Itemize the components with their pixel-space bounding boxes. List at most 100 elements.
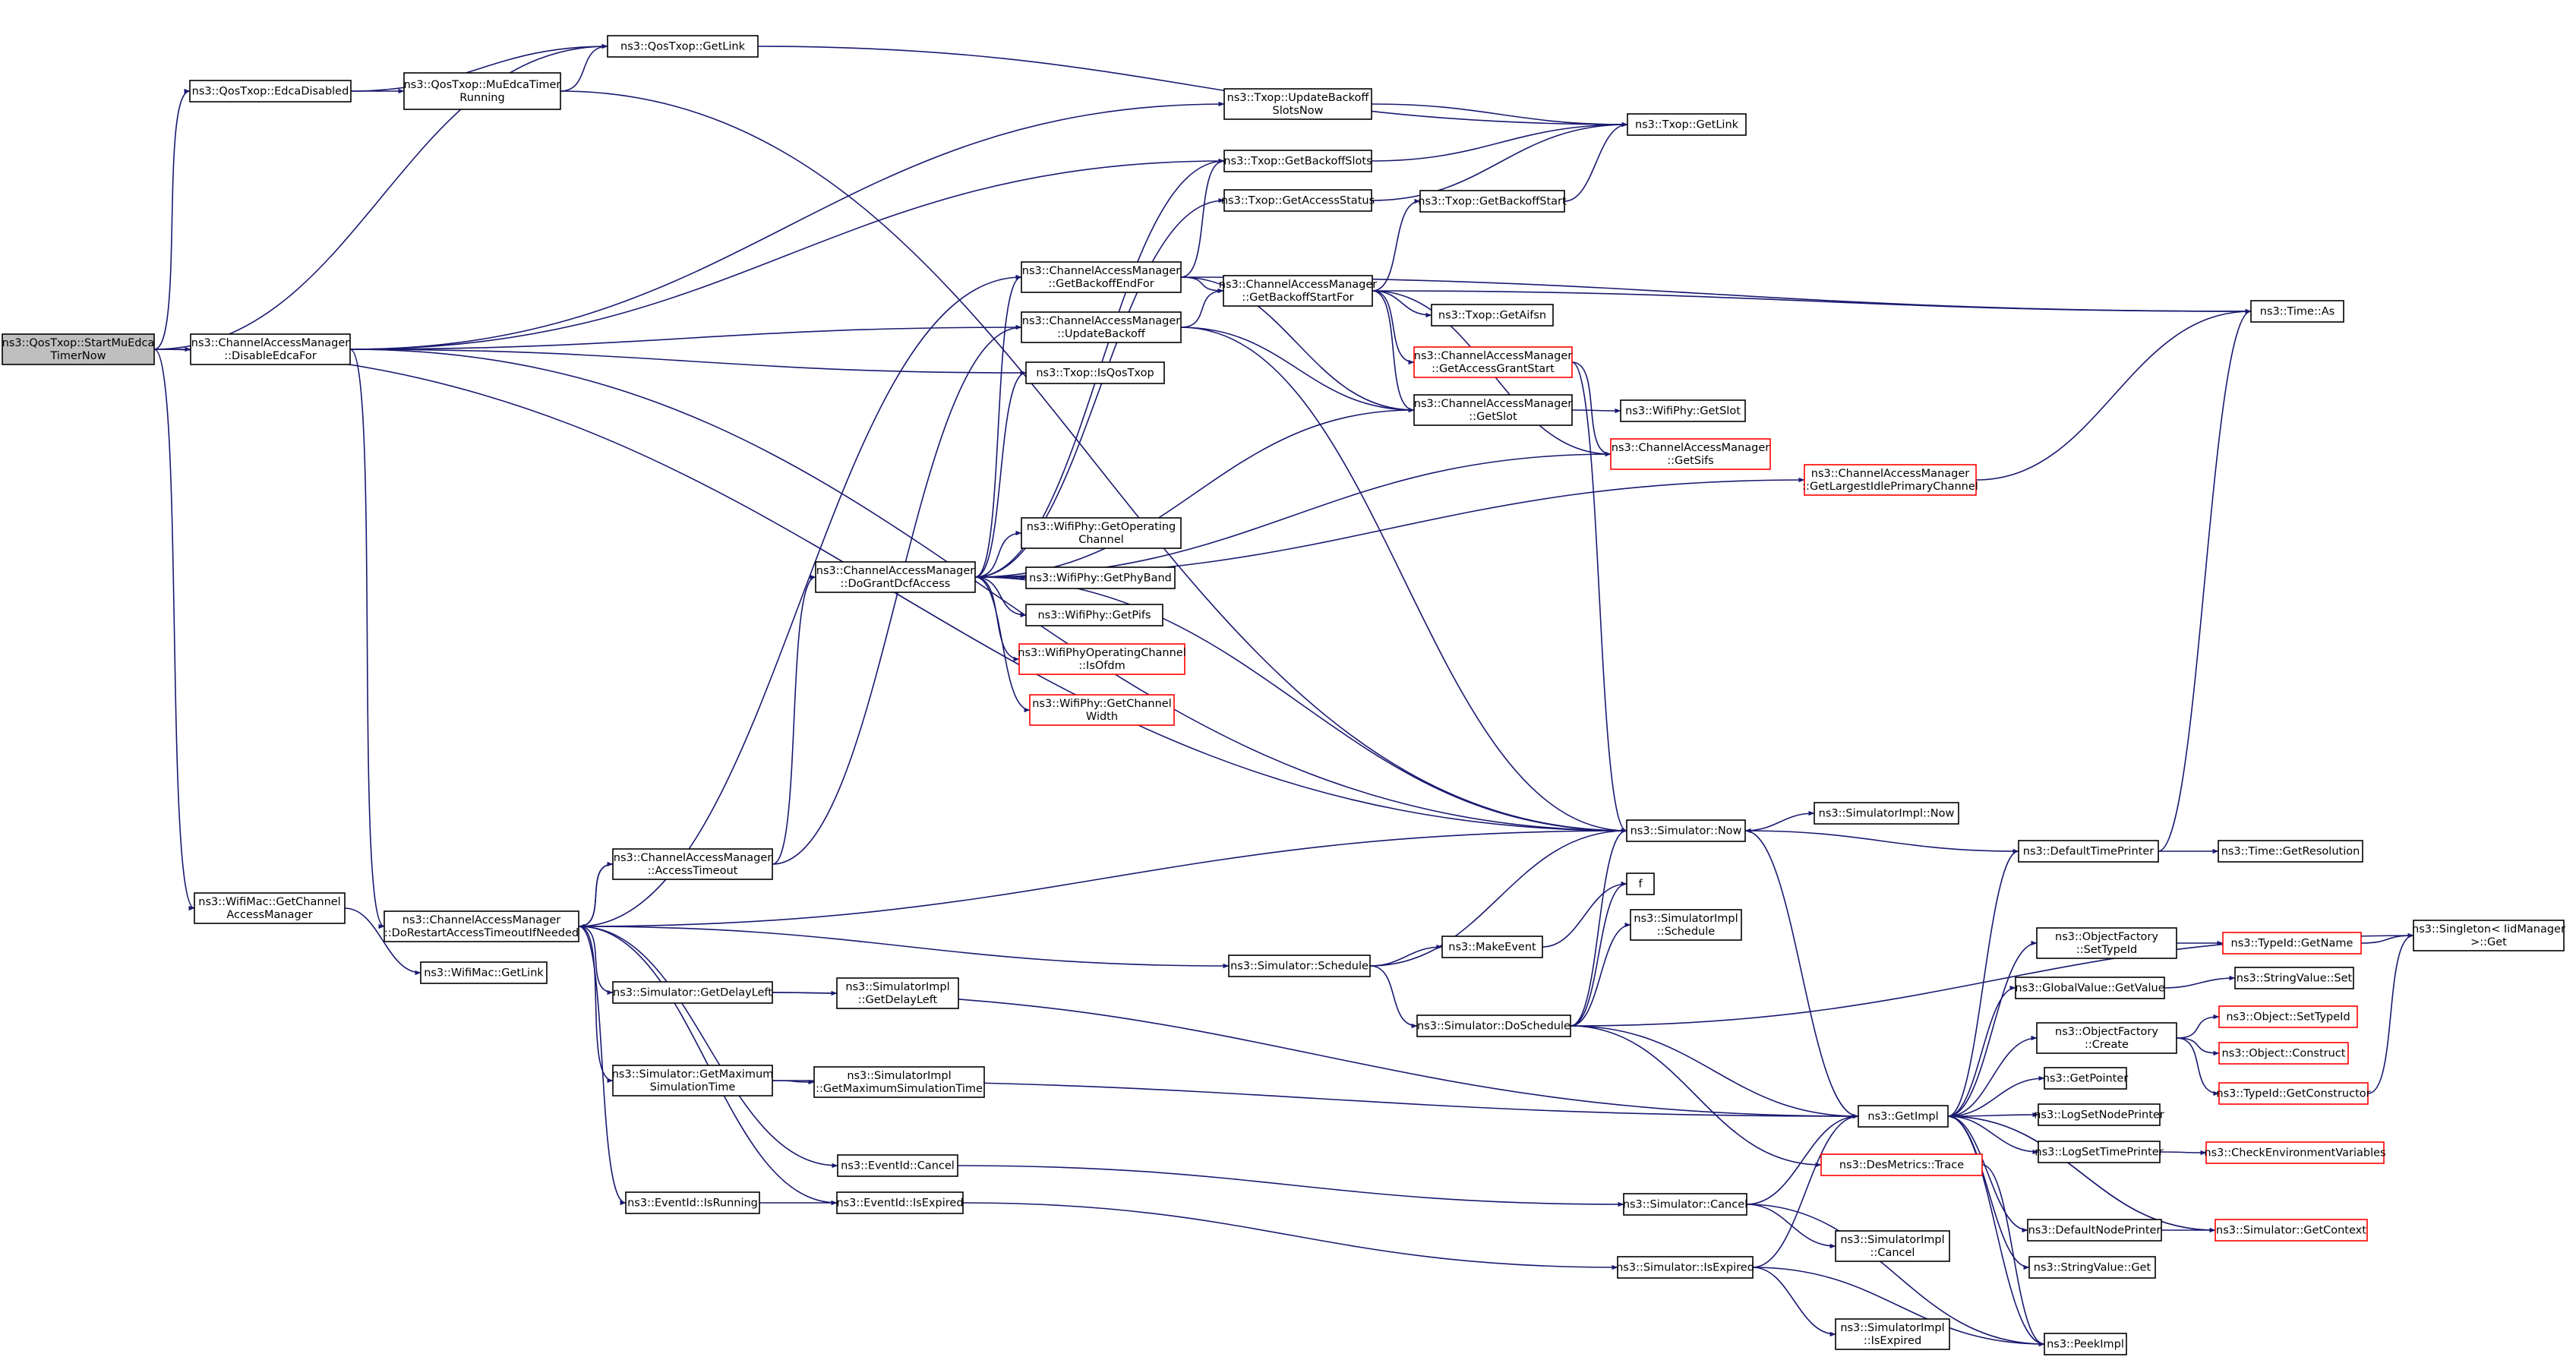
node-label: ns3::Simulator::Now — [1631, 825, 1742, 838]
edge-mu-timer-to-qos-getlink — [560, 43, 608, 92]
node-box — [1441, 936, 1543, 958]
edge-get-backoff-startfor-to-time-as — [1372, 290, 2252, 314]
node-phy-get-pifs[interactable]: ns3::WifiPhy::GetPifs — [1025, 604, 1163, 626]
node-wm-getlink[interactable]: ns3::WifiMac::GetLink — [420, 961, 548, 984]
node-do-restart[interactable]: ns3::ChannelAccessManager::DoRestartAcce… — [384, 910, 579, 942]
edge-get-impl-to-get-pointer — [1947, 1075, 2045, 1117]
node-simimpl-get-delay[interactable]: ns3::SimulatorImpl::GetDelayLeft — [836, 977, 959, 1009]
node-get-backoff-startfor[interactable]: ns3::ChannelAccessManager::GetBackoffSta… — [1219, 275, 1378, 307]
node-des-metrics[interactable]: ns3::DesMetrics::Trace — [1820, 1153, 1983, 1176]
node-simimpl-sched[interactable]: ns3::SimulatorImpl::Schedule — [1630, 909, 1742, 941]
node-get-backoff-end[interactable]: ns3::ChannelAccessManager::GetBackoffEnd… — [1021, 261, 1182, 293]
node-simimpl-get-max[interactable]: ns3::SimulatorImpl::GetMaximumSimulation… — [813, 1066, 985, 1098]
node-get-impl[interactable]: ns3::GetImpl — [1858, 1105, 1949, 1128]
node-gv-get-value[interactable]: ns3::GlobalValue::GetValue — [2015, 977, 2165, 999]
node-get-backoff-start[interactable]: ns3::Txop::GetBackoffStart — [1418, 190, 1567, 213]
node-simimpl-is-expired[interactable]: ns3::SimulatorImpl::IsExpired — [1835, 1318, 1950, 1350]
node-do-grant[interactable]: ns3::ChannelAccessManager::DoGrantDcfAcc… — [815, 561, 976, 593]
edge-get-backoff-startfor-to-cam-get-slot — [1372, 290, 1415, 413]
node-access-timeout[interactable]: ns3::ChannelAccessManager::AccessTimeout — [612, 848, 773, 880]
node-sv-set[interactable]: ns3::StringValue::Set — [2234, 967, 2354, 989]
node-sim-cancel[interactable]: ns3::Simulator::Cancel — [1623, 1193, 1747, 1216]
node-get-largest[interactable]: ns3::ChannelAccessManager::GetLargestIdl… — [1802, 464, 1978, 496]
node-event-is-expired[interactable]: ns3::EventId::IsExpired — [836, 1191, 964, 1214]
node-simimpl-cancel[interactable]: ns3::SimulatorImpl::Cancel — [1835, 1230, 1950, 1262]
node-box — [625, 1191, 760, 1214]
edge-event-cancel-to-sim-cancel — [957, 1165, 1624, 1207]
node-default-node-printer[interactable]: ns3::DefaultNodePrinter — [2027, 1219, 2162, 1242]
node-is-qos-txop[interactable]: ns3::Txop::IsQosTxop — [1025, 361, 1165, 384]
node-get-aifsn[interactable]: ns3::Txop::GetAifsn — [1431, 304, 1554, 327]
node-sim-get-max[interactable]: ns3::Simulator::GetMaximumSimulationTime — [612, 1065, 774, 1097]
node-f-node[interactable]: f — [1626, 872, 1655, 895]
node-sim-do-schedule[interactable]: ns3::Simulator::DoSchedule — [1416, 1014, 1571, 1037]
node-obj-set-typeid[interactable]: ns3::Object::SetTypeId — [2218, 1005, 2358, 1028]
node-label: ns3::WifiPhy::GetSlot — [1625, 405, 1741, 418]
node-box — [1610, 438, 1771, 470]
node-of-create[interactable]: ns3::ObjectFactory::Create — [2036, 1022, 2177, 1054]
node-phy-get-band[interactable]: ns3::WifiPhy::GetPhyBand — [1025, 566, 1176, 589]
node-check-env[interactable]: ns3::CheckEnvironmentVariables — [2204, 1141, 2386, 1164]
node-sim-schedule[interactable]: ns3::Simulator::Schedule — [1228, 955, 1371, 977]
edge-get-access-status-to-txop-getlink — [1371, 121, 1628, 201]
node-label: ns3::ChannelAccessManager — [1811, 468, 1970, 480]
node-label: ns3::SimulatorImpl — [1840, 1322, 1944, 1334]
node-label: ns3::WifiPhyOperatingChannel — [1018, 647, 1185, 659]
edge-of-create-to-obj-set-typeid — [2176, 1014, 2220, 1039]
node-of-set-typeid[interactable]: ns3::ObjectFactory::SetTypeId — [2036, 927, 2177, 959]
node-sim-get-context[interactable]: ns3::Simulator::GetContext — [2215, 1219, 2368, 1242]
node-txop-getlink[interactable]: ns3::Txop::GetLink — [1627, 113, 1747, 136]
edge-wm-getcam-to-wm-getlink — [344, 907, 421, 976]
node-peek-impl[interactable]: ns3::PeekImpl — [2044, 1333, 2127, 1355]
node-label: ::GetAccessGrantStart — [1432, 363, 1555, 375]
edge-get-impl-to-sv-get — [1947, 1115, 2030, 1270]
edge-get-backoff-startfor-to-get-access-grant — [1372, 290, 1415, 365]
edge-do-restart-to-sim-now — [578, 828, 1627, 927]
node-get-access-grant[interactable]: ns3::ChannelAccessManager::GetAccessGran… — [1413, 346, 1573, 378]
node-get-sifs[interactable]: ns3::ChannelAccessManager::GetSifs — [1610, 438, 1771, 470]
edge-get-access-grant-to-sim-now — [1571, 361, 1627, 834]
node-singleton-get[interactable]: ns3::Singleton< IidManager>::Get — [2412, 920, 2565, 951]
node-typeid-get-name[interactable]: ns3::TypeId::GetName — [2222, 932, 2362, 955]
node-time-get-res[interactable]: ns3::Time::GetResolution — [2218, 840, 2363, 863]
node-is-ofdm[interactable]: ns3::WifiPhyOperatingChannel::IsOfdm — [1018, 643, 1186, 675]
node-box — [1021, 311, 1182, 343]
node-log-set-node[interactable]: ns3::LogSetNodePrinter — [2034, 1103, 2164, 1126]
node-label: ns3::Simulator::Cancel — [1623, 1199, 1747, 1211]
node-cam-get-slot[interactable]: ns3::ChannelAccessManager::GetSlot — [1413, 394, 1573, 426]
node-sim-now[interactable]: ns3::Simulator::Now — [1626, 819, 1746, 842]
node-sim-is-expired[interactable]: ns3::Simulator::IsExpired — [1616, 1256, 1754, 1279]
node-simimpl-now[interactable]: ns3::SimulatorImpl::Now — [1814, 802, 1959, 825]
node-typeid-get-ctor[interactable]: ns3::TypeId::GetConstructor — [2216, 1082, 2371, 1105]
node-sv-get[interactable]: ns3::StringValue::Get — [2028, 1256, 2156, 1279]
node-get-backoff-slots[interactable]: ns3::Txop::GetBackoffSlots — [1223, 150, 1372, 172]
node-box — [2036, 927, 2177, 959]
node-event-is-running[interactable]: ns3::EventId::IsRunning — [625, 1191, 760, 1214]
node-get-access-status[interactable]: ns3::Txop::GetAccessStatus — [1221, 189, 1375, 212]
node-phy-get-slot[interactable]: ns3::WifiPhy::GetSlot — [1620, 399, 1746, 422]
node-label: Running — [459, 92, 504, 104]
node-log-set-time[interactable]: ns3::LogSetTimePrinter — [2035, 1141, 2164, 1163]
node-label: SimulationTime — [650, 1081, 736, 1093]
edge-sim-cancel-to-get-impl — [1746, 1113, 1859, 1205]
node-obj-construct[interactable]: ns3::Object::Construct — [2218, 1042, 2349, 1065]
node-event-cancel[interactable]: ns3::EventId::Cancel — [837, 1154, 958, 1177]
node-edca-disabled[interactable]: ns3::QosTxop::EdcaDisabled — [189, 80, 352, 103]
node-get-pointer[interactable]: ns3::GetPointer — [2043, 1067, 2129, 1090]
node-label: ns3::ChannelAccessManager — [191, 337, 350, 349]
node-make-event[interactable]: ns3::MakeEvent — [1441, 936, 1543, 958]
node-sim-get-delay[interactable]: ns3::Simulator::GetDelayLeft — [612, 981, 773, 1004]
node-default-time-printer[interactable]: ns3::DefaultTimePrinter — [2018, 840, 2159, 863]
node-update-backoff[interactable]: ns3::ChannelAccessManager::UpdateBackoff — [1021, 311, 1182, 343]
edge-of-create-to-obj-construct — [2176, 1037, 2220, 1056]
node-qos-getlink[interactable]: ns3::QosTxop::GetLink — [607, 35, 759, 58]
node-disable-edca[interactable]: ns3::ChannelAccessManager::DisableEdcaFo… — [190, 333, 351, 365]
node-time-as[interactable]: ns3::Time::As — [2250, 300, 2344, 323]
node-label: ns3::ChannelAccessManager — [402, 914, 561, 926]
